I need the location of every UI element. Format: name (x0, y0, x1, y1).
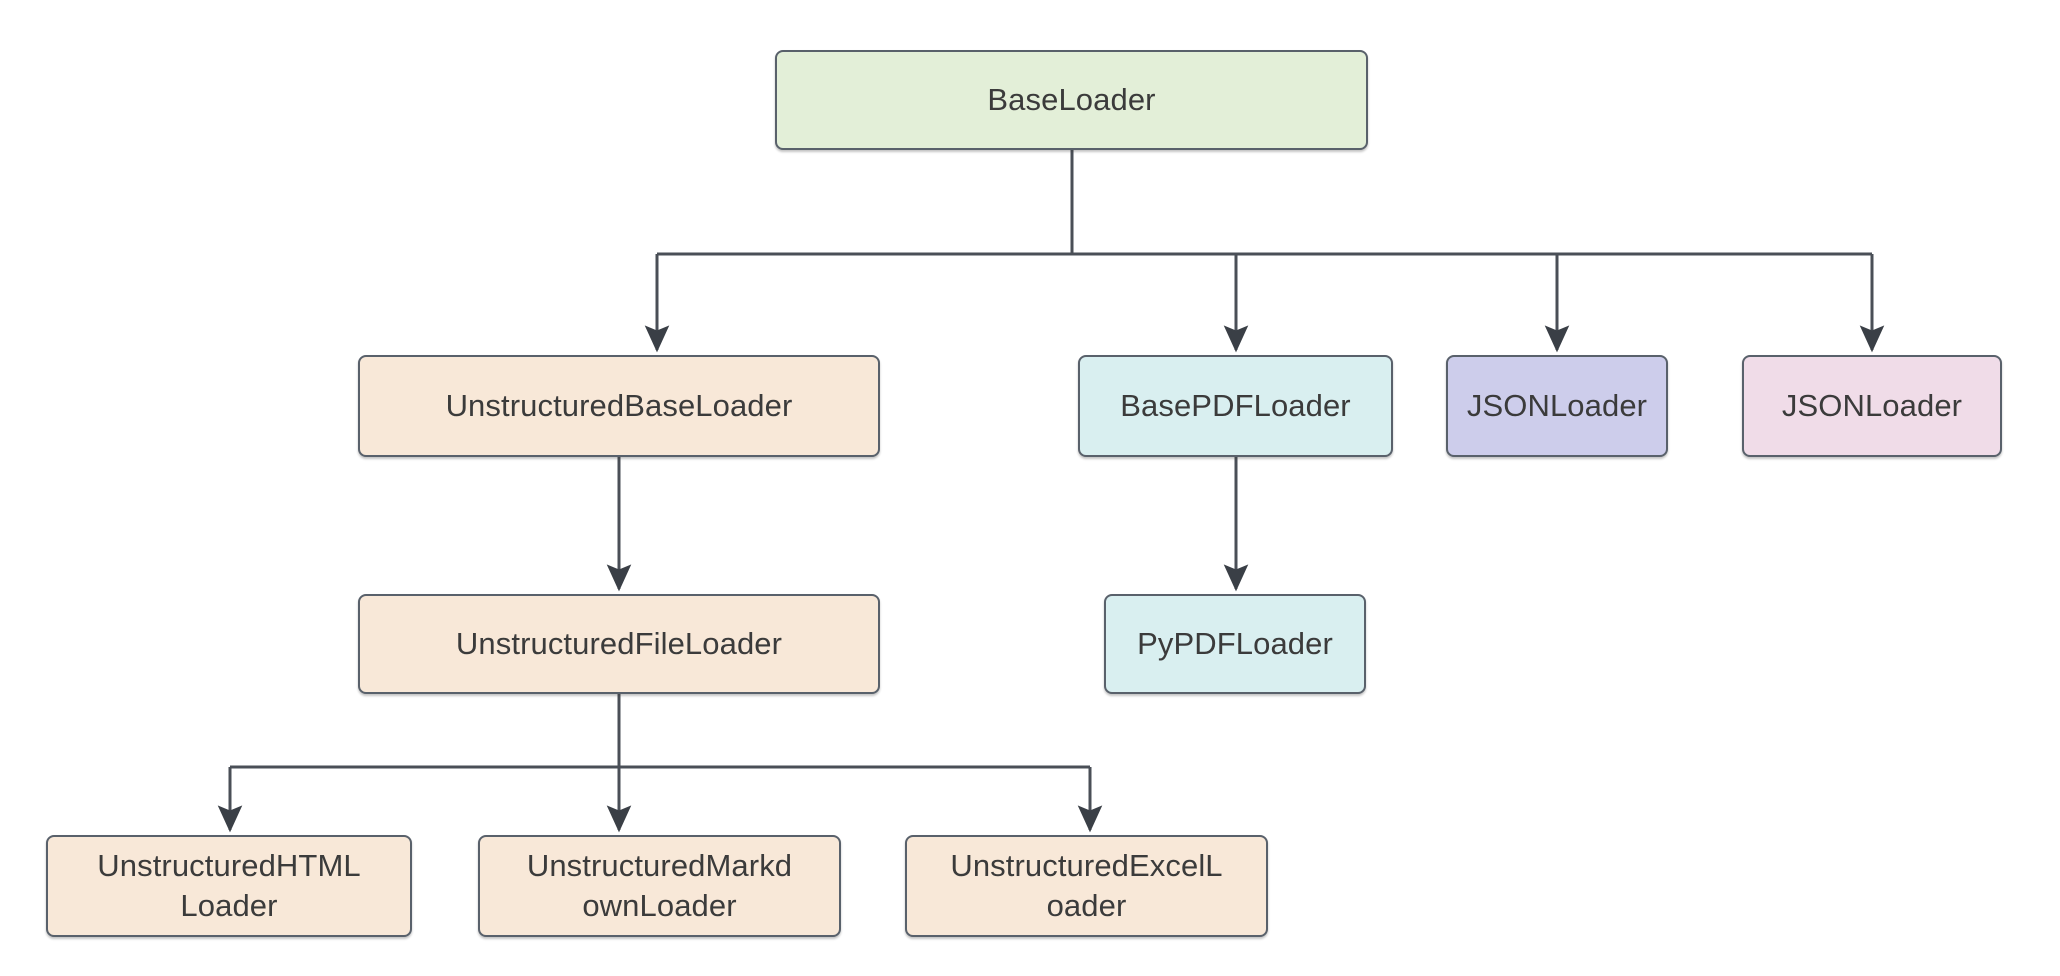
node-unstructured-excel-loader-label: UnstructuredExcelL oader (950, 848, 1223, 923)
node-unstructured-base-loader-label: UnstructuredBaseLoader (445, 388, 793, 424)
node-base-loader-label: BaseLoader (987, 82, 1156, 118)
node-json-loader-pink-label: JSONLoader (1781, 388, 1963, 424)
node-unstructured-html-loader-label: UnstructuredHTML Loader (97, 848, 361, 923)
node-json-loader-purple-label: JSONLoader (1466, 388, 1648, 424)
node-unstructured-base-loader[interactable]: UnstructuredBaseLoader (358, 355, 880, 457)
node-unstructured-html-loader[interactable]: UnstructuredHTML Loader (46, 835, 412, 937)
node-base-pdf-loader-label: BasePDFLoader (1120, 388, 1351, 424)
node-unstructured-file-loader-label: UnstructuredFileLoader (455, 626, 783, 662)
node-json-loader-pink[interactable]: JSONLoader (1742, 355, 2002, 457)
node-json-loader-purple[interactable]: JSONLoader (1446, 355, 1668, 457)
node-unstructured-markdown-loader[interactable]: UnstructuredMarkd ownLoader (478, 835, 841, 937)
node-unstructured-markdown-loader-label: UnstructuredMarkd ownLoader (526, 848, 793, 923)
node-base-pdf-loader[interactable]: BasePDFLoader (1078, 355, 1393, 457)
node-base-loader[interactable]: BaseLoader (775, 50, 1368, 150)
node-pypdf-loader-label: PyPDFLoader (1137, 626, 1333, 662)
node-unstructured-file-loader[interactable]: UnstructuredFileLoader (358, 594, 880, 694)
node-pypdf-loader[interactable]: PyPDFLoader (1104, 594, 1366, 694)
node-unstructured-excel-loader[interactable]: UnstructuredExcelL oader (905, 835, 1268, 937)
